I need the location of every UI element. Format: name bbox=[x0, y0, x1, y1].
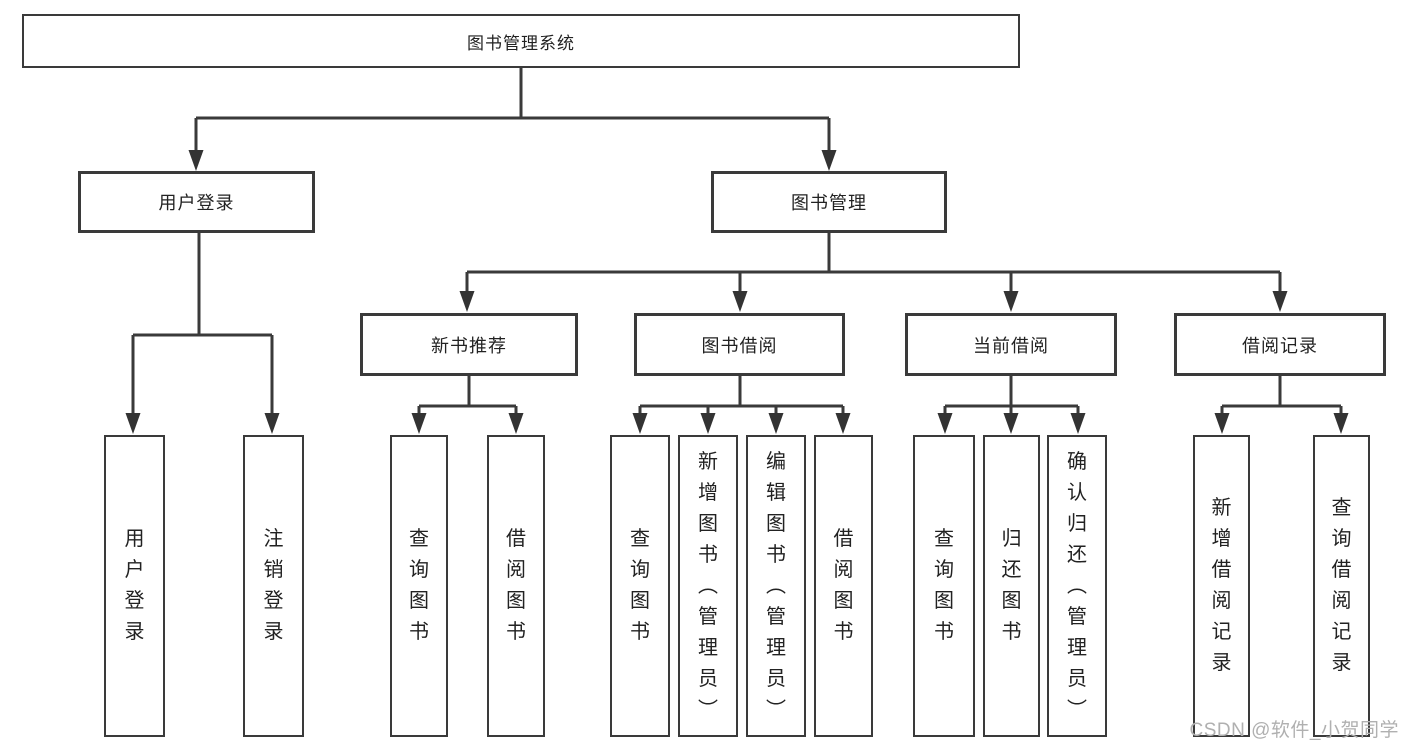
csdn-watermark: CSDN @软件_小贺同学 bbox=[1189, 720, 1399, 741]
node-leaf-bb-edit-books-admin-label: 编辑图书︵管理员︶ bbox=[766, 450, 786, 721]
node-leaf-rec-borrow-books: 借阅图书 bbox=[487, 435, 545, 737]
node-leaf-cb-query-books-label: 查询图书 bbox=[934, 528, 954, 643]
node-user-login-branch: 用户登录 bbox=[78, 171, 315, 233]
node-system-root-label: 图书管理系统 bbox=[467, 33, 575, 53]
node-leaf-bb-add-books-admin-label: 新增图书︵管理员︶ bbox=[698, 450, 718, 721]
node-leaf-br-add-record-label: 新增借阅记录 bbox=[1211, 497, 1232, 674]
node-leaf-cb-query-books: 查询图书 bbox=[913, 435, 975, 737]
node-leaf-br-add-record: 新增借阅记录 bbox=[1193, 435, 1250, 737]
node-system-root: 图书管理系统 bbox=[22, 14, 1020, 68]
node-leaf-br-query-record-label: 查询借阅记录 bbox=[1331, 497, 1352, 674]
node-book-borrow-label: 图书借阅 bbox=[701, 335, 778, 356]
node-new-book-rec: 新书推荐 bbox=[360, 313, 578, 376]
node-new-book-rec-label: 新书推荐 bbox=[431, 335, 507, 356]
node-leaf-cb-return-books: 归还图书 bbox=[983, 435, 1040, 737]
node-leaf-rec-query-books: 查询图书 bbox=[390, 435, 448, 737]
node-leaf-logout-label: 注销登录 bbox=[263, 528, 284, 643]
node-leaf-bb-borrow-books: 借阅图书 bbox=[814, 435, 873, 737]
node-borrow-records-label: 借阅记录 bbox=[1242, 335, 1318, 356]
node-leaf-br-query-record: 查询借阅记录 bbox=[1313, 435, 1370, 737]
node-leaf-logout: 注销登录 bbox=[243, 435, 304, 737]
node-leaf-user-login: 用户登录 bbox=[104, 435, 165, 737]
node-leaf-rec-borrow-books-label: 借阅图书 bbox=[506, 528, 526, 643]
node-book-borrow: 图书借阅 bbox=[634, 313, 845, 376]
node-leaf-cb-confirm-return-admin-label: 确认归还︵管理员︶ bbox=[1067, 450, 1087, 721]
node-leaf-rec-query-books-label: 查询图书 bbox=[409, 528, 429, 643]
node-leaf-bb-edit-books-admin: 编辑图书︵管理员︶ bbox=[746, 435, 806, 737]
node-leaf-cb-confirm-return-admin: 确认归还︵管理员︶ bbox=[1047, 435, 1107, 737]
node-leaf-cb-return-books-label: 归还图书 bbox=[1001, 528, 1022, 643]
node-leaf-bb-borrow-books-label: 借阅图书 bbox=[833, 528, 854, 643]
node-book-mgmt-branch-label: 图书管理 bbox=[791, 193, 867, 213]
node-user-login-branch-label: 用户登录 bbox=[158, 193, 235, 213]
node-borrow-records: 借阅记录 bbox=[1174, 313, 1386, 376]
node-current-borrow: 当前借阅 bbox=[905, 313, 1117, 376]
node-leaf-user-login-label: 用户登录 bbox=[124, 528, 145, 643]
node-leaf-bb-query-books: 查询图书 bbox=[610, 435, 670, 737]
node-leaf-bb-query-books-label: 查询图书 bbox=[630, 528, 650, 643]
node-leaf-bb-add-books-admin: 新增图书︵管理员︶ bbox=[678, 435, 738, 737]
node-current-borrow-label: 当前借阅 bbox=[973, 335, 1049, 356]
node-book-mgmt-branch: 图书管理 bbox=[711, 171, 947, 233]
